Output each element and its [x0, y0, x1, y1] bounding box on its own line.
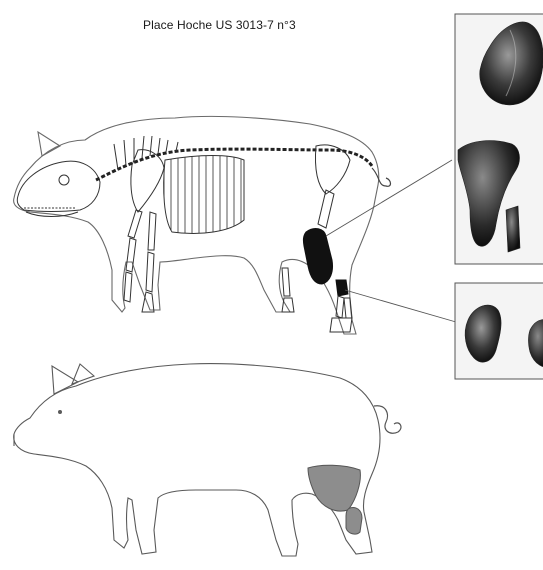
rib-cage [164, 156, 244, 234]
femur [318, 190, 334, 228]
skeleton-pig [14, 116, 391, 334]
pelvis [315, 145, 350, 194]
tibia-photo [455, 14, 543, 264]
skeleton-tail [372, 168, 391, 186]
skeleton-ear [38, 132, 60, 156]
highlighted-tibia [303, 229, 332, 284]
tarsal-photo [455, 283, 543, 379]
callout-line-tarsal [345, 290, 456, 322]
pig-body-outline [14, 364, 380, 556]
callout-line-tibia [326, 160, 452, 236]
highlighted-tarsals [336, 280, 348, 296]
highlighted-ham-cut [308, 465, 360, 511]
forelimb-bones [124, 210, 156, 312]
body-outline-pig [14, 364, 401, 556]
highlighted-shank-cut [346, 507, 362, 534]
